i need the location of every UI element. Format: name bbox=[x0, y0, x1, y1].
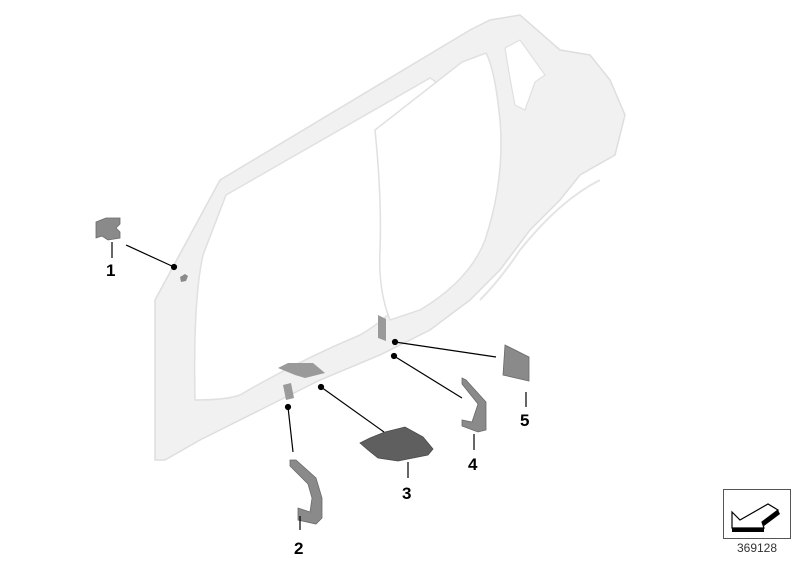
part-1 bbox=[95, 217, 121, 241]
quarter-window bbox=[504, 39, 546, 111]
part-2 bbox=[289, 459, 323, 525]
callout-4[interactable]: 4 bbox=[468, 455, 478, 474]
callout-5[interactable]: 5 bbox=[520, 411, 530, 430]
part-5-installed bbox=[378, 315, 386, 341]
part-5 bbox=[502, 344, 530, 382]
diagram-reference-number: 369128 bbox=[736, 541, 778, 555]
wheel-arch bbox=[479, 179, 601, 301]
orientation-arrow-box bbox=[723, 489, 791, 539]
part-3-installed bbox=[278, 363, 325, 378]
orientation-arrow-icon bbox=[731, 503, 780, 532]
callout-2[interactable]: 2 bbox=[294, 539, 304, 558]
leader-lines bbox=[111, 242, 527, 530]
part-1-installed bbox=[180, 274, 188, 282]
callout-3[interactable]: 3 bbox=[402, 484, 412, 503]
callout-1[interactable]: 1 bbox=[106, 261, 116, 280]
part-4 bbox=[461, 377, 487, 433]
part-3 bbox=[359, 426, 434, 462]
rear-door-opening bbox=[374, 52, 502, 321]
part-2-installed bbox=[283, 383, 294, 400]
